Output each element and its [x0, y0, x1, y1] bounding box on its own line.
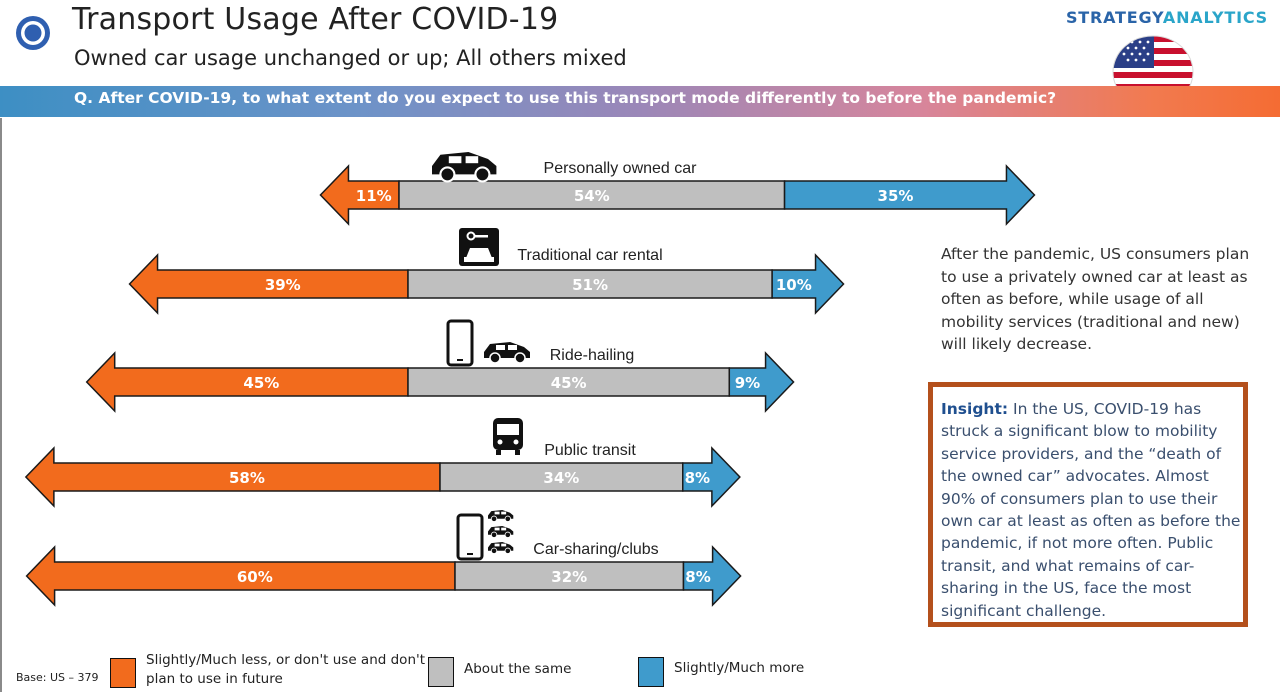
car-icon [432, 152, 497, 183]
value-label-more: 8% [685, 469, 710, 487]
page-title: Transport Usage After COVID-19 [72, 2, 559, 37]
phone-car-icon [446, 319, 530, 367]
bar-less [319, 164, 400, 226]
legend-swatch-less [110, 658, 136, 688]
bus-icon [493, 418, 523, 455]
brand-logo: STRATEGYANALYTICS [1066, 8, 1268, 27]
value-label-same: 45% [551, 374, 587, 392]
brand-part-2: ANALYTICS [1162, 8, 1268, 27]
legend-swatch-more [638, 657, 664, 687]
bar-less [24, 446, 441, 508]
category-label: Traditional car rental [517, 247, 662, 264]
category-label: Public transit [544, 442, 636, 459]
value-label-less: 11% [356, 187, 392, 205]
value-label-less: 60% [237, 568, 273, 586]
bar-same [407, 269, 773, 299]
value-label-same: 51% [572, 276, 608, 294]
summary-note: After the pandemic, US consumers plan to… [941, 245, 1250, 353]
left-rule [0, 118, 2, 692]
insight-label: Insight: [941, 400, 1009, 418]
category-label: Car-sharing/clubs [533, 541, 658, 558]
value-label-more: 10% [776, 276, 812, 294]
legend-label-less: Slightly/Much less, or don't use and don… [146, 652, 426, 687]
question-banner [0, 86, 1280, 117]
bar-less [25, 545, 456, 607]
bar-less [128, 253, 409, 315]
bar-more [682, 446, 741, 508]
category-label: Personally owned car [544, 160, 698, 177]
value-label-less: 45% [243, 374, 279, 392]
value-label-same: 32% [551, 568, 587, 586]
base-note: Base: US – 379 [16, 671, 99, 684]
insight-body: In the US, COVID-19 has struck a signifi… [941, 400, 1241, 620]
value-label-less: 58% [229, 469, 265, 487]
bar-more [783, 164, 1036, 226]
bar-less [85, 351, 409, 413]
legend-label-more: Slightly/Much more [674, 660, 805, 676]
car-rental-icon [459, 228, 499, 266]
value-label-same: 54% [574, 187, 610, 205]
insight-text: Insight: In the US, COVID-19 has struck … [941, 398, 1243, 622]
target-logo-icon [16, 16, 50, 50]
insight-box [928, 382, 1248, 627]
bar-same [454, 561, 685, 591]
stacked-arrow-chart: 11% 54% 35% Personally owned car 39% 51% 10% Tr… [24, 152, 1036, 607]
bar-more [682, 545, 742, 607]
value-label-less: 39% [265, 276, 301, 294]
bar-more [728, 351, 795, 413]
page-subtitle: Owned car usage unchanged or up; All oth… [74, 46, 627, 70]
bar-more [771, 253, 845, 315]
brand-part-1: STRATEGY [1065, 8, 1163, 27]
value-label-more: 8% [685, 568, 710, 586]
phone-multi-car-icon [456, 510, 514, 561]
bar-same [407, 367, 731, 397]
legend-label-same: About the same [464, 661, 572, 677]
value-label-more: 9% [735, 374, 760, 392]
value-label-same: 34% [543, 469, 579, 487]
value-label-more: 35% [878, 187, 914, 205]
legend-swatch-same [428, 657, 454, 687]
category-label: Ride-hailing [550, 347, 635, 364]
survey-question: Q. After COVID-19, to what extent do you… [74, 89, 1057, 107]
